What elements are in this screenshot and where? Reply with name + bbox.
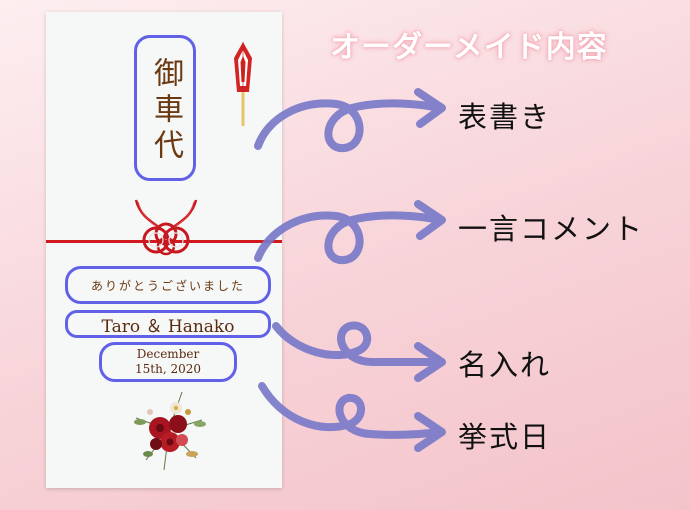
label-date: 挙式日 bbox=[458, 420, 552, 454]
date-frame[interactable]: December 15th, 2020 bbox=[99, 342, 237, 382]
label-omote: 表書き bbox=[458, 100, 552, 134]
envelope-names: Taro ＆ Hanako bbox=[101, 316, 235, 337]
message-frame[interactable]: ありがとうございました bbox=[65, 266, 271, 304]
label-comment: 一言コメント bbox=[458, 212, 645, 246]
title-frame[interactable]: 御車代 bbox=[134, 35, 196, 181]
label-name: 名入れ bbox=[458, 348, 552, 382]
envelope-title: 御車代 bbox=[148, 57, 183, 165]
arrow-to-omote bbox=[254, 99, 444, 152]
arrow-to-date bbox=[258, 382, 444, 439]
page-heading: オーダーメイド内容 bbox=[330, 30, 608, 65]
mizuhiki-knot-icon bbox=[134, 199, 198, 256]
envelope-date: December 15th, 2020 bbox=[102, 345, 234, 379]
date-day-year: 15th, 2020 bbox=[135, 362, 201, 376]
envelope-message: ありがとうございました bbox=[90, 278, 245, 293]
flower-bouquet-icon bbox=[134, 391, 206, 471]
arrow-to-comment bbox=[254, 211, 444, 264]
names-frame[interactable]: Taro ＆ Hanako bbox=[65, 310, 271, 338]
goshugi-envelope bbox=[46, 12, 282, 488]
date-month: December bbox=[136, 347, 200, 361]
arrow-to-name bbox=[272, 321, 444, 367]
noshi-ornament-icon bbox=[234, 42, 252, 126]
